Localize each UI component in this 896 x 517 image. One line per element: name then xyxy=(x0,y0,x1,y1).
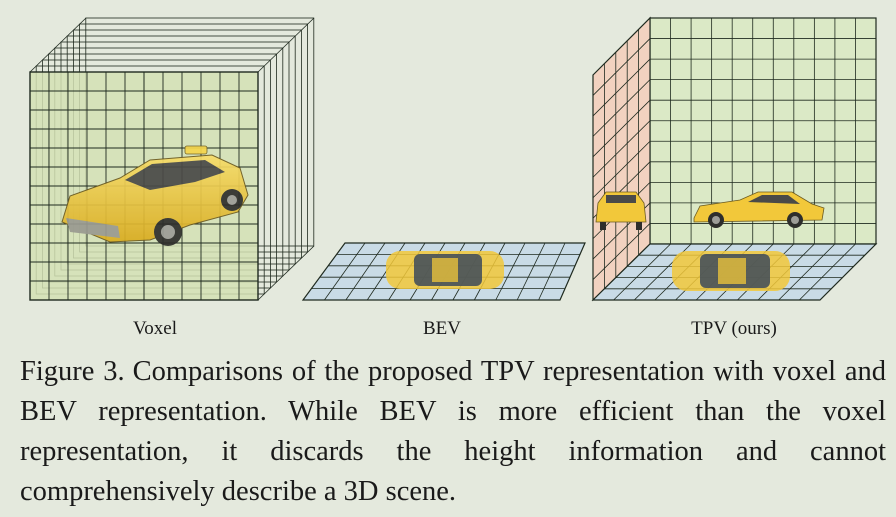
tpv-planes xyxy=(591,16,878,302)
tpv-ground-car-icon xyxy=(672,251,790,291)
bev-car-topview-icon xyxy=(386,251,504,289)
voxel-cube xyxy=(29,17,315,301)
tpv-ground-grid-line xyxy=(778,243,836,301)
tpv-side-grid-line xyxy=(592,58,651,117)
bev-grid-line xyxy=(495,242,526,301)
tpv-side-grid-line xyxy=(592,120,651,178)
bev-grid-line xyxy=(324,242,366,301)
figure-illustration xyxy=(29,16,878,302)
bev-grid-line xyxy=(538,242,566,301)
tpv-ground-grid-line xyxy=(799,243,856,301)
tpv-side-grid-line xyxy=(592,99,651,158)
tpv-side-grid-line xyxy=(592,140,651,199)
voxel-car-icon xyxy=(61,145,249,246)
tpv-side-grid-line xyxy=(592,223,651,280)
bev-grid-line xyxy=(516,242,546,301)
voxel-edge xyxy=(29,17,87,73)
caption-text: Comparisons of the proposed TPV represen… xyxy=(20,356,886,507)
bev-label: BEV xyxy=(423,318,461,339)
tpv-side-grid-line xyxy=(592,38,651,96)
bev-grid-line xyxy=(345,242,386,301)
figure-caption: Figure 3.Comparisons of the proposed TPV… xyxy=(20,352,886,512)
voxel-edge xyxy=(257,17,315,73)
tpv-side-car-icon xyxy=(595,191,647,230)
voxel-label: Voxel xyxy=(133,318,177,339)
tpv-back-car-icon xyxy=(693,191,825,228)
tpv-ground-grid-line xyxy=(613,243,671,301)
voxel-edge xyxy=(257,245,315,301)
tpv-label: TPV (ours) xyxy=(691,318,777,339)
bev-plane xyxy=(301,242,586,301)
tpv-side-grid-line xyxy=(592,79,651,137)
caption-label: Figure 3. xyxy=(20,356,125,387)
